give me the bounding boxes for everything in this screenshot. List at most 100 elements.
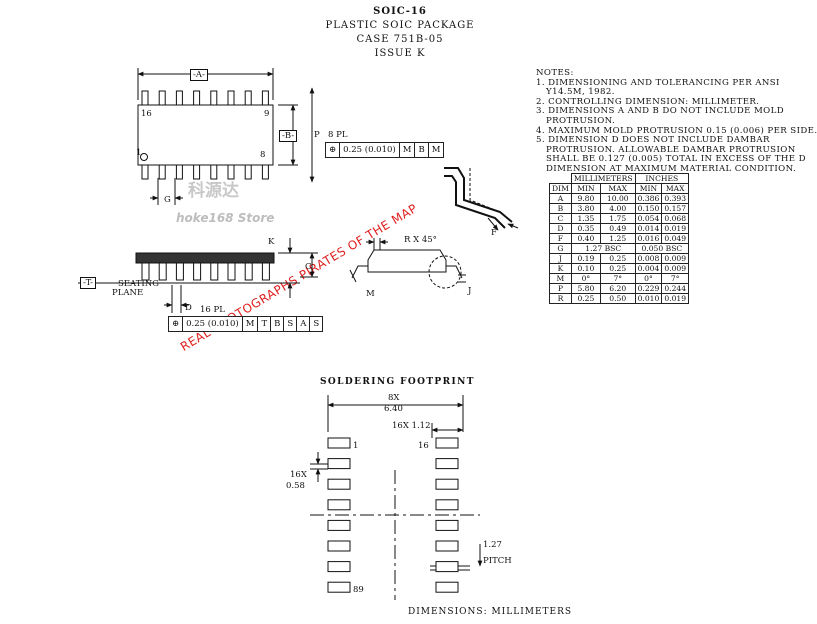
dim-d-label: D <box>185 303 192 313</box>
dim-c-label: C <box>305 262 312 272</box>
side-view-body <box>135 252 275 264</box>
side-view-leads <box>141 263 270 281</box>
fcf-bottom: ⊕ 0.25 (0.010) M T B S A S <box>168 316 324 332</box>
pad <box>327 581 351 593</box>
fcf-modifier: S <box>313 319 320 329</box>
lead <box>141 263 150 281</box>
note-line: DIMENSION AT MAXIMUM MATERIAL CONDITION. <box>546 163 797 174</box>
datum-t-label: -T- <box>80 277 97 289</box>
pad <box>435 561 459 573</box>
pin8-label: 8 <box>260 150 266 160</box>
lead <box>227 164 235 180</box>
footprint-right-pads <box>435 437 459 593</box>
footprint-pitch-label: PITCH <box>483 556 512 566</box>
pad <box>327 499 351 511</box>
lead <box>261 263 270 281</box>
lead <box>141 164 149 180</box>
pad <box>435 458 459 470</box>
pad <box>327 458 351 470</box>
top-view-body <box>137 104 274 166</box>
footprint-pin89: 89 <box>353 585 364 595</box>
pad <box>327 437 351 449</box>
footprint-count-16x: 16X <box>290 470 307 480</box>
notes-title: NOTES: <box>536 68 574 78</box>
lead <box>227 90 235 106</box>
dimension-table: MILLIMETERS INCHES DIM MIN MAX MIN MAX A… <box>549 173 690 304</box>
dim-r-label: R X 45° <box>404 235 437 245</box>
pad <box>435 581 459 593</box>
pin9-label: 9 <box>264 109 270 119</box>
note-line: PROTRUSION. <box>546 115 616 126</box>
pad <box>327 478 351 490</box>
top-pins <box>141 90 269 106</box>
footprint-left-pads <box>327 437 351 593</box>
fcf-datum: B <box>271 317 285 331</box>
pad <box>435 499 459 511</box>
lead <box>210 90 218 106</box>
notes-block: NOTES: 1. DIMENSIONING AND TOLERANCING P… <box>536 68 817 175</box>
dim-m-label: M <box>366 289 375 299</box>
lead <box>158 164 166 180</box>
lead <box>244 164 252 180</box>
end-view-body <box>367 249 447 273</box>
package-drawing <box>78 68 519 600</box>
case-number: CASE 751B-05 <box>356 34 444 45</box>
footprint-pin1: 1 <box>353 441 359 451</box>
dim-k-label: K <box>268 237 275 247</box>
package-subtitle: PLASTIC SOIC PACKAGE <box>325 20 475 31</box>
note-line: 3. DIMENSIONS A AND B DO NOT INCLUDE MOL… <box>536 106 785 117</box>
lead <box>175 263 184 281</box>
fcf-tolerance: 0.25 (0.010) <box>183 317 243 331</box>
note-line: 4. MAXIMUM MOLD PROTRUSION 0.15 (0.006) … <box>536 125 817 136</box>
package-title: SOIC-16 <box>373 6 427 17</box>
table-cell: 0.019 <box>661 293 690 304</box>
fcf-tolerance: 0.25 (0.010) <box>340 143 400 157</box>
datum-a-label: -A- <box>190 69 208 81</box>
fcf-modifier: M <box>243 317 259 331</box>
pad <box>435 540 459 552</box>
footprint-title: SOLDERING FOOTPRINT <box>320 377 475 387</box>
fcf-modifier: M <box>431 145 441 155</box>
pad <box>327 519 351 531</box>
lead <box>244 90 252 106</box>
footprint-units: DIMENSIONS: MILLIMETERS <box>408 607 573 617</box>
note-line: Y14.5M, 1982. <box>546 87 615 98</box>
issue-label: ISSUE K <box>374 48 426 59</box>
lead <box>175 164 183 180</box>
lead <box>158 263 167 281</box>
footprint-pad-length: 16X 1.12 <box>392 421 431 431</box>
note-line: PROTRUSION. ALLOWABLE DAMBAR PROTRUSION <box>546 144 796 155</box>
note-line: 2. CONTROLLING DIMENSION: MILLIMETER. <box>536 96 760 107</box>
footprint-count-8x: 8X <box>388 393 400 403</box>
pin16-label: 16 <box>141 109 152 119</box>
dim-j-label: J <box>468 286 472 296</box>
note-line: SHALL BE 0.127 (0.005) TOTAL IN EXCESS O… <box>546 154 806 165</box>
pin1-marker <box>140 153 148 161</box>
fcf-datum: B <box>415 143 429 157</box>
dim-f-label: F <box>491 228 497 238</box>
table-cell: 0.010 <box>634 293 663 304</box>
bottom-pins <box>141 164 269 180</box>
lead <box>158 90 166 106</box>
lead <box>261 90 269 106</box>
pad <box>435 519 459 531</box>
lead <box>175 90 183 106</box>
lead <box>141 90 149 106</box>
position-icon: ⊕ <box>326 143 341 157</box>
fcf-modifier: S <box>284 317 298 331</box>
footprint-pitch-value: 1.27 <box>483 540 502 550</box>
footprint-width: 6.40 <box>384 404 403 414</box>
note-line: 1. DIMENSIONING AND TOLERANCING PER ANSI <box>536 77 780 88</box>
pin1-label: 1 <box>136 148 142 158</box>
store-watermark-cn: 科源达 <box>188 181 239 201</box>
seating-plane-label-2: PLANE <box>112 288 144 298</box>
lead <box>193 90 201 106</box>
store-watermark: hoke168 Store <box>176 211 275 225</box>
table-cell: 0.25 <box>570 293 601 304</box>
fcf-modifier: M <box>400 143 416 157</box>
lead <box>193 263 202 281</box>
lead-detail <box>444 167 513 223</box>
lead <box>210 263 219 281</box>
